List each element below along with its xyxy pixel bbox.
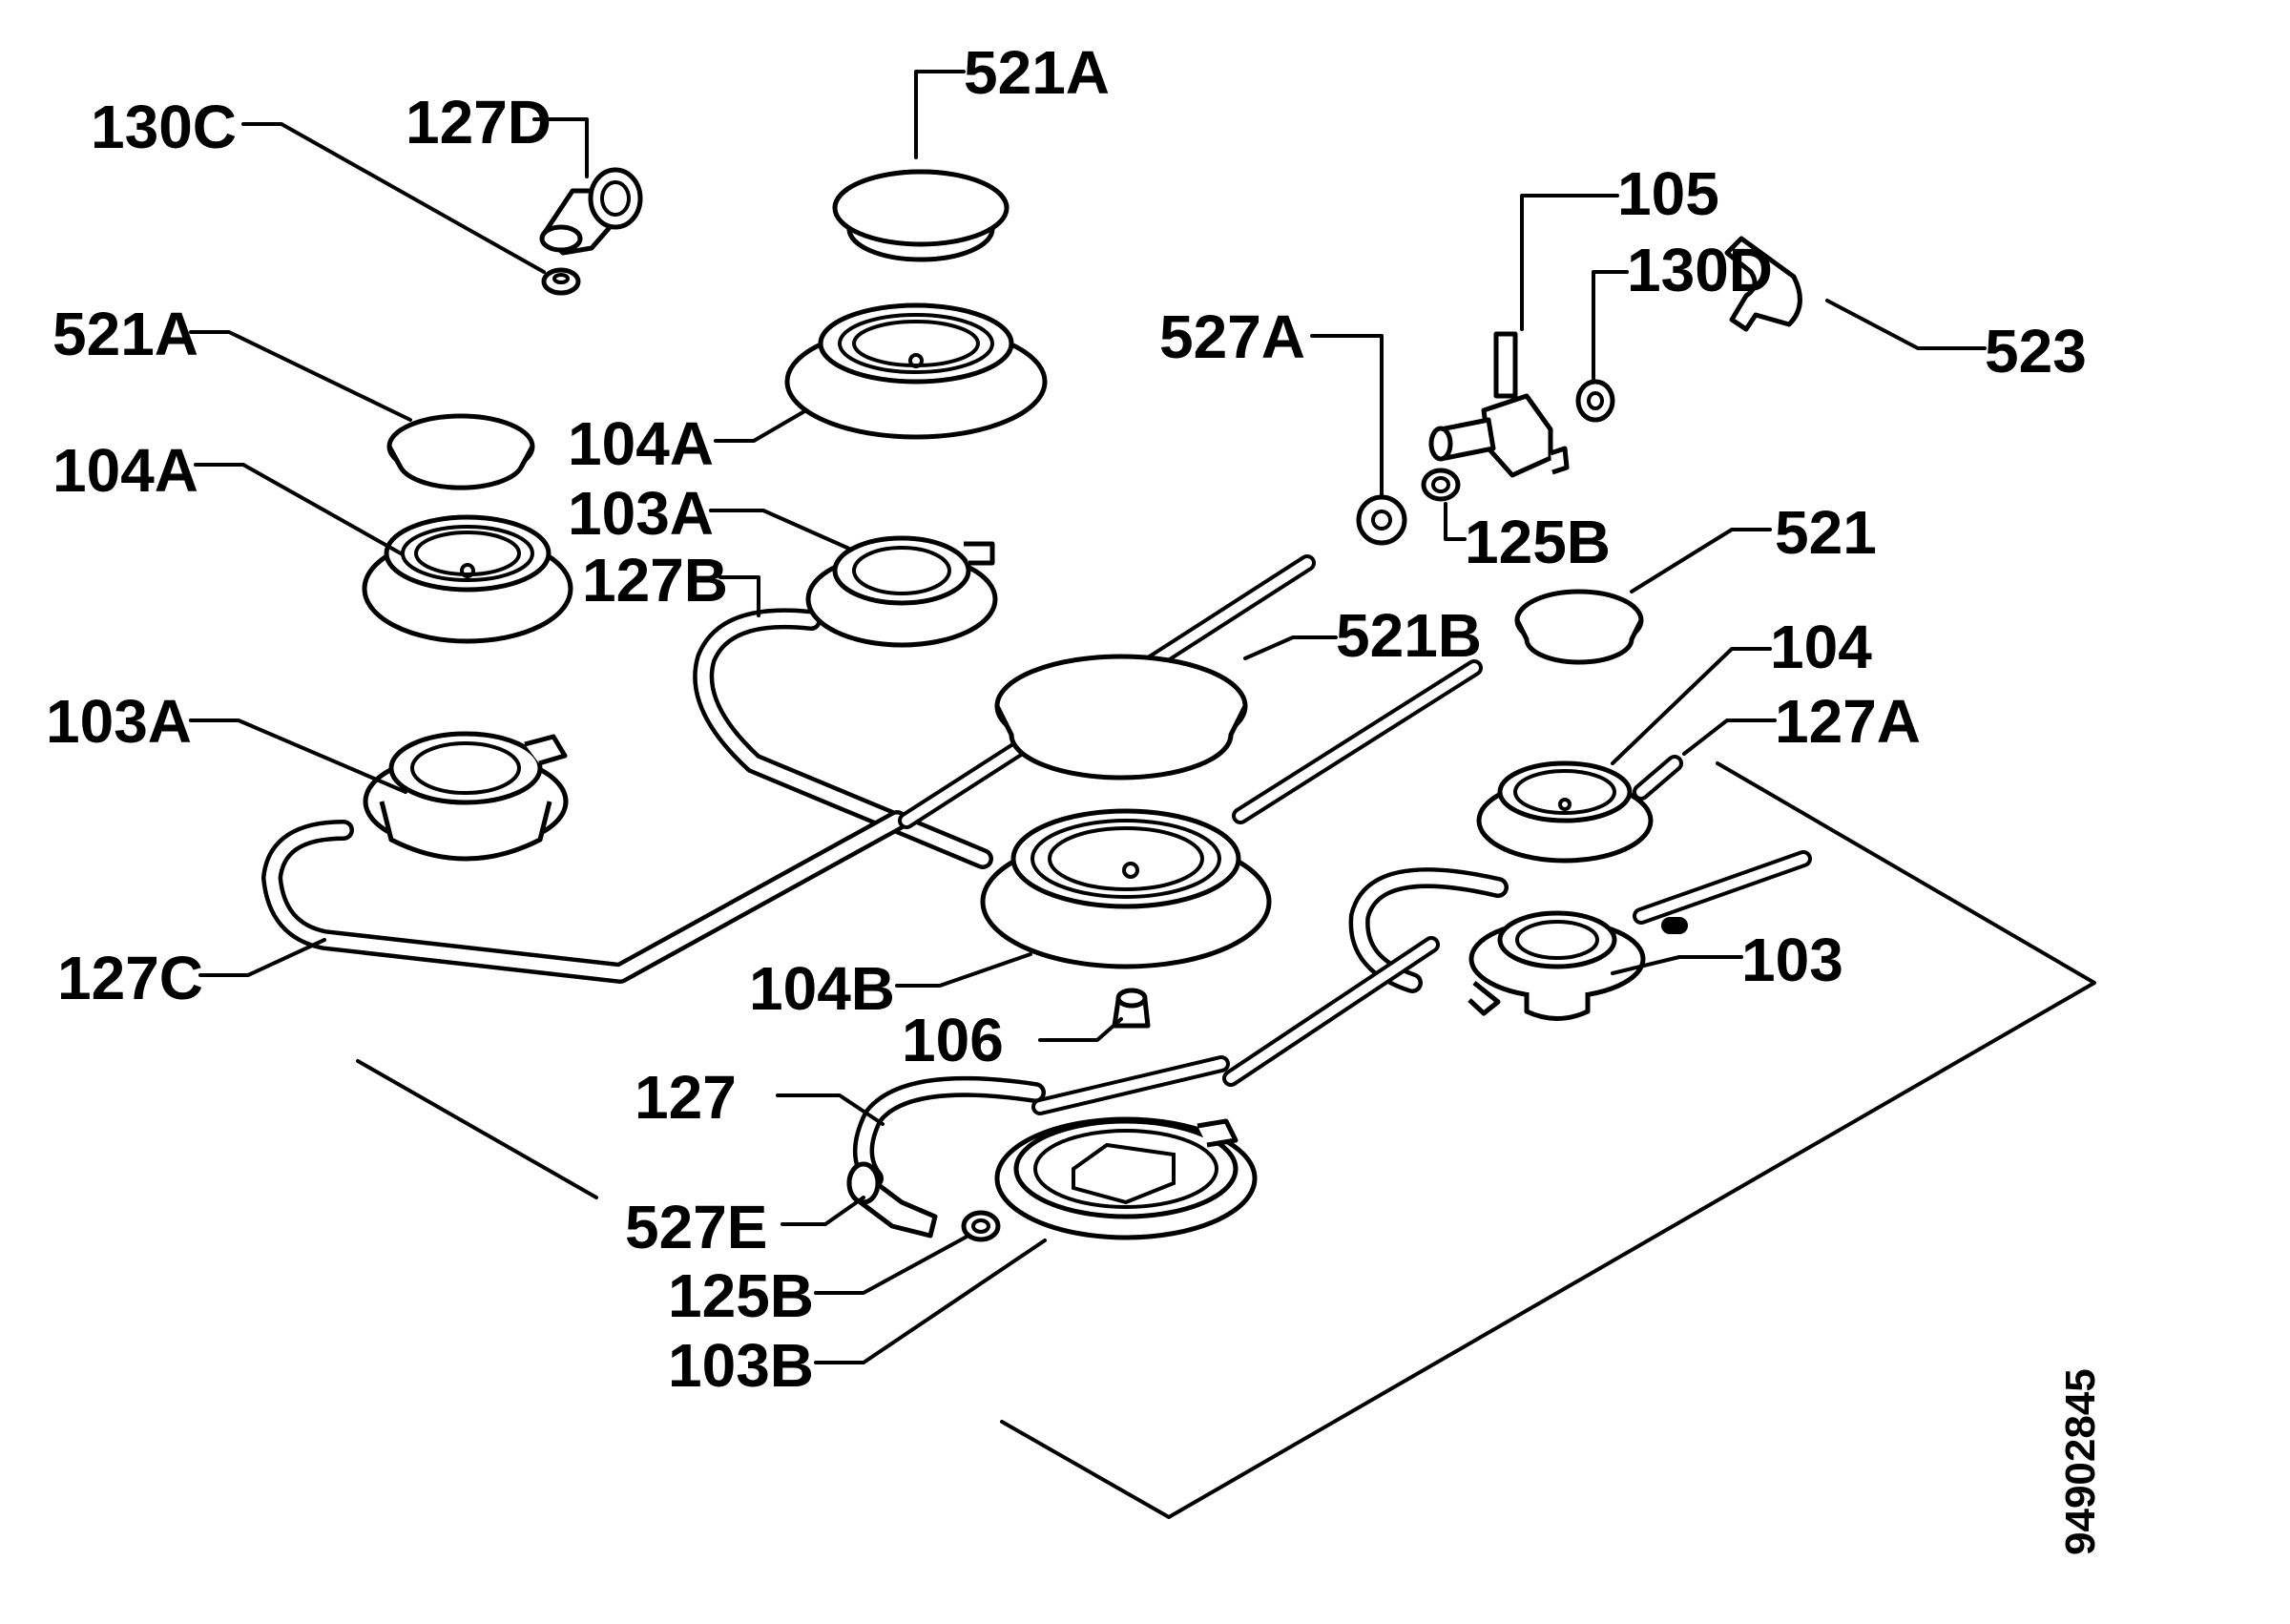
label-104: 104 — [1770, 613, 1872, 681]
connector-527e — [846, 1161, 938, 1239]
label-127: 127 — [635, 1063, 737, 1132]
washer-130d — [1575, 379, 1615, 423]
label-103b: 103B — [668, 1331, 814, 1400]
burner-cap-521a-left — [386, 413, 535, 490]
burner-base-103a-mid — [805, 535, 998, 648]
nut-527a — [1356, 494, 1407, 546]
hob-outline — [356, 761, 2096, 1519]
gas-tubes — [261, 554, 1812, 1189]
label-106: 106 — [902, 1006, 1004, 1074]
drawing-number: 94902845 — [2057, 1368, 2104, 1555]
label-125b-top: 125B — [1465, 508, 1611, 576]
label-523: 523 — [1985, 317, 2087, 385]
clip-523 — [1724, 236, 1802, 332]
leader-lines — [189, 70, 1987, 1364]
burner-crown-104 — [1476, 760, 1654, 864]
label-130d: 130D — [1627, 236, 1773, 304]
label-103a-mid: 103A — [568, 479, 714, 548]
elbow-fitting-127d — [539, 167, 643, 256]
label-521b: 521B — [1336, 601, 1482, 670]
label-527e: 527E — [625, 1193, 767, 1261]
washer-130c — [541, 267, 581, 296]
label-521a-left: 521A — [52, 300, 198, 368]
burner-base-103a-left — [363, 731, 569, 862]
burner-cap-521a-top — [832, 169, 1010, 262]
burner-crown-104a-left — [362, 514, 573, 644]
injector-125b-top — [1421, 468, 1461, 502]
label-104a-mid: 104A — [568, 409, 714, 478]
burner-base-103b — [994, 1116, 1258, 1240]
label-521: 521 — [1775, 498, 1877, 567]
burner-cap-521b — [994, 654, 1248, 781]
burner-base-103 — [1468, 910, 1646, 1021]
label-104a-left: 104A — [52, 436, 198, 505]
label-130c: 130C — [91, 93, 237, 161]
label-127d: 127D — [406, 88, 552, 156]
label-125b-bottom: 125B — [668, 1261, 814, 1330]
burner-crown-104b — [980, 808, 1272, 969]
label-103: 103 — [1741, 926, 1843, 994]
label-527a: 527A — [1159, 302, 1305, 371]
burner-crown-104a-mid — [784, 302, 1048, 440]
gas-tap-105 — [1428, 331, 1570, 478]
label-127a: 127A — [1775, 687, 1921, 756]
label-103a-left: 103A — [46, 687, 192, 756]
label-521a-top: 521A — [964, 38, 1110, 107]
label-104b: 104B — [749, 954, 895, 1023]
part-labels: 130C 127D 521A 105 130D 523 521A 527A 10… — [46, 38, 2087, 1400]
label-127c: 127C — [57, 944, 203, 1012]
burner-cap-521 — [1514, 589, 1644, 665]
injector-125b-bottom — [961, 1210, 1001, 1242]
label-127b: 127B — [582, 546, 728, 614]
label-105: 105 — [1617, 159, 1719, 228]
